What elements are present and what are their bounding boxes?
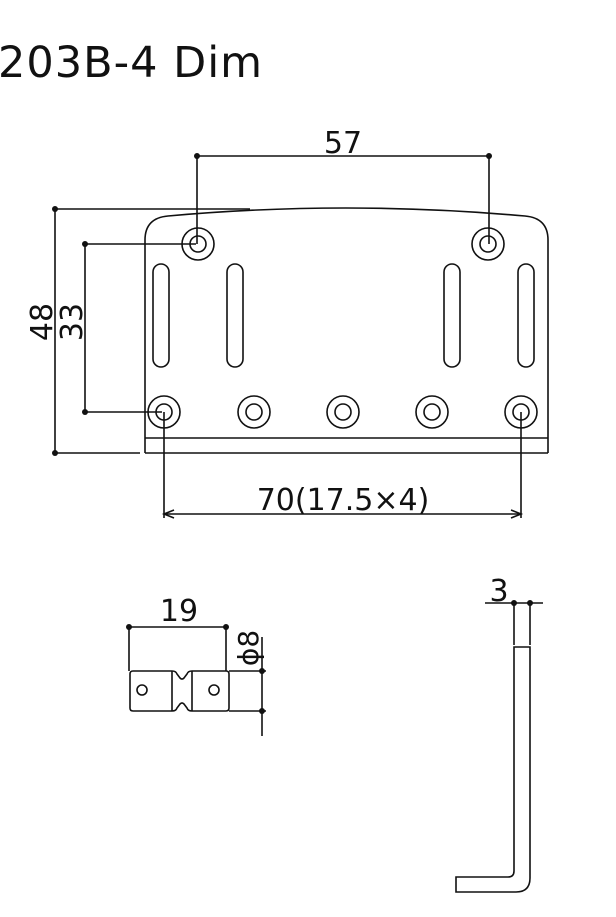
dim-33-label: 33 xyxy=(55,303,90,341)
dim-19-label: 19 xyxy=(160,594,198,629)
dim-57-label: 57 xyxy=(324,126,362,161)
dimension-57 xyxy=(194,153,492,244)
saddle-hole xyxy=(208,684,220,696)
dimension-70 xyxy=(161,412,524,519)
side-view-profile xyxy=(455,600,543,893)
bridge-plate-top-view xyxy=(144,207,549,454)
dim-phi8-label: ϕ8 xyxy=(232,630,265,666)
dim-70-label: 70(17.5×4) xyxy=(257,483,430,518)
slot xyxy=(443,263,461,368)
string-hole xyxy=(237,395,271,429)
slot xyxy=(517,263,535,368)
mount-hole xyxy=(471,227,505,261)
string-hole xyxy=(415,395,449,429)
string-hole xyxy=(326,395,360,429)
dimension-33 xyxy=(82,241,196,415)
slot xyxy=(226,263,244,368)
drawing-title: 203B-4 Dim xyxy=(0,38,264,88)
saddle-view xyxy=(126,624,266,736)
dim-48-label: 48 xyxy=(25,303,60,341)
slot xyxy=(152,263,170,368)
dim-3-label: 3 xyxy=(489,574,508,609)
saddle-hole xyxy=(136,684,148,696)
dimension-48 xyxy=(52,206,250,456)
